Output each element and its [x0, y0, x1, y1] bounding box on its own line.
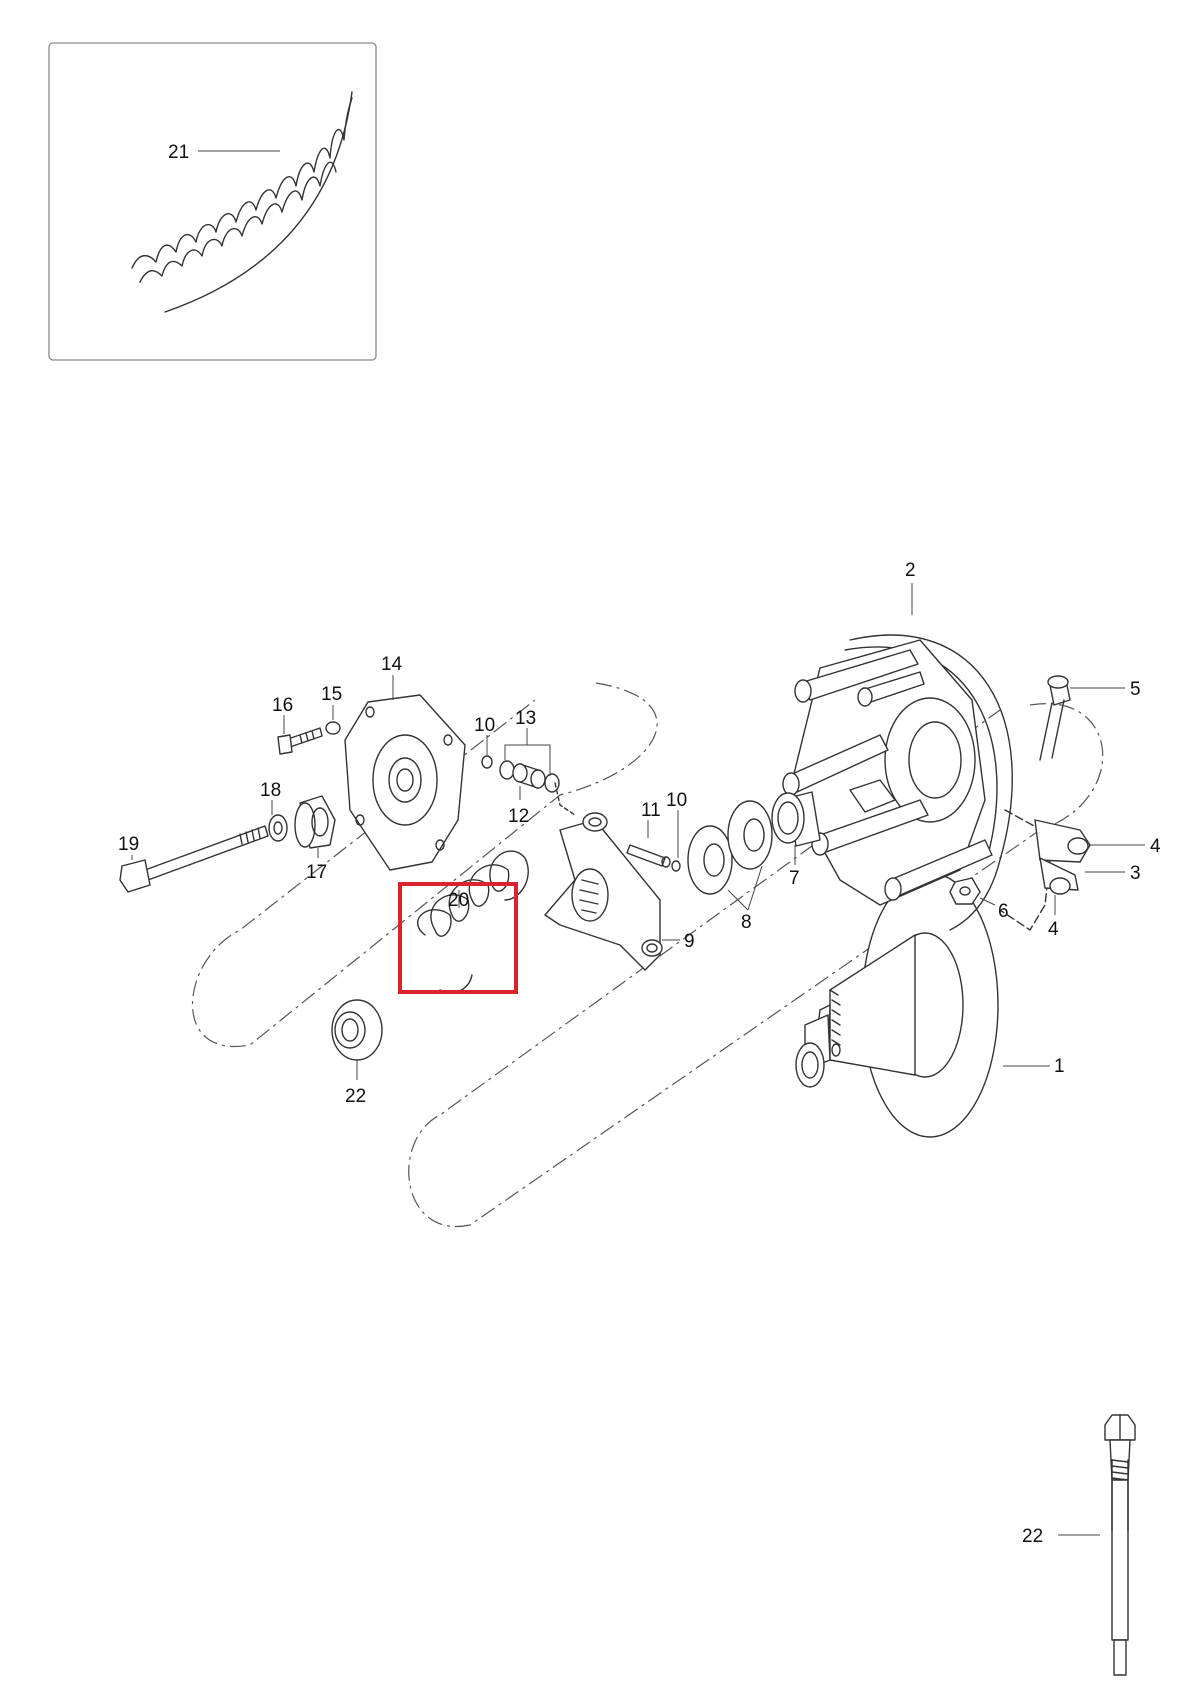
callout-10-right: 10 — [666, 790, 687, 811]
washer-22: 22 — [331, 999, 383, 1107]
callout-18: 18 — [260, 780, 281, 801]
callout-15: 15 — [321, 684, 342, 705]
callout-4-lower: 4 — [1048, 919, 1059, 940]
callout-4-upper: 4 — [1150, 836, 1161, 857]
callout-11: 11 — [641, 800, 661, 821]
callout-8: 8 — [741, 912, 752, 933]
callout-7: 7 — [789, 868, 800, 889]
callout-16: 16 — [272, 695, 293, 716]
callout-14: 14 — [381, 654, 403, 675]
callout-9: 9 — [684, 931, 695, 952]
rollers: 13 12 — [499, 708, 576, 827]
callout-10-left: 10 — [474, 715, 495, 736]
screw-and-nut: 5 6 — [949, 675, 1141, 922]
callout-22-center: 22 — [345, 1086, 366, 1107]
highlight-box — [398, 882, 518, 994]
callout-5: 5 — [1130, 679, 1141, 700]
bushing: 7 — [771, 791, 821, 889]
cover-plate: 14 15 16 — [272, 654, 466, 871]
belt-teeth-inner — [139, 161, 337, 283]
belt-outer-edge — [164, 91, 353, 313]
spider: 9 — [544, 812, 695, 971]
fixed-sheave: 1 — [795, 872, 1065, 1138]
pins: 11 10 10 — [474, 715, 687, 872]
spring: 20 — [398, 850, 529, 994]
callout-1: 1 — [1054, 1056, 1065, 1077]
belt-teeth — [131, 97, 353, 269]
long-bolt-22: 22 — [1022, 1414, 1136, 1676]
belt-path-upper — [191, 682, 658, 1048]
callout-22-bolt: 22 — [1022, 1526, 1043, 1547]
belt-path-lower — [408, 703, 1104, 1228]
callout-13: 13 — [515, 708, 536, 729]
movable-sheave: 2 — [782, 560, 1013, 931]
callout-17: 17 — [306, 862, 327, 883]
callout-20: 20 — [448, 890, 469, 911]
callout-19: 19 — [118, 834, 139, 855]
callout-3: 3 — [1130, 863, 1141, 884]
weight-arm: 4 3 4 — [999, 809, 1161, 940]
callout-2: 2 — [905, 560, 916, 581]
callout-21: 21 — [168, 142, 189, 163]
inset-frame — [48, 42, 377, 361]
bolt-assembly: 17 18 19 — [118, 780, 336, 893]
washers: 8 — [687, 800, 773, 933]
callout-12: 12 — [508, 806, 529, 827]
belt-inset: 21 — [48, 42, 377, 361]
